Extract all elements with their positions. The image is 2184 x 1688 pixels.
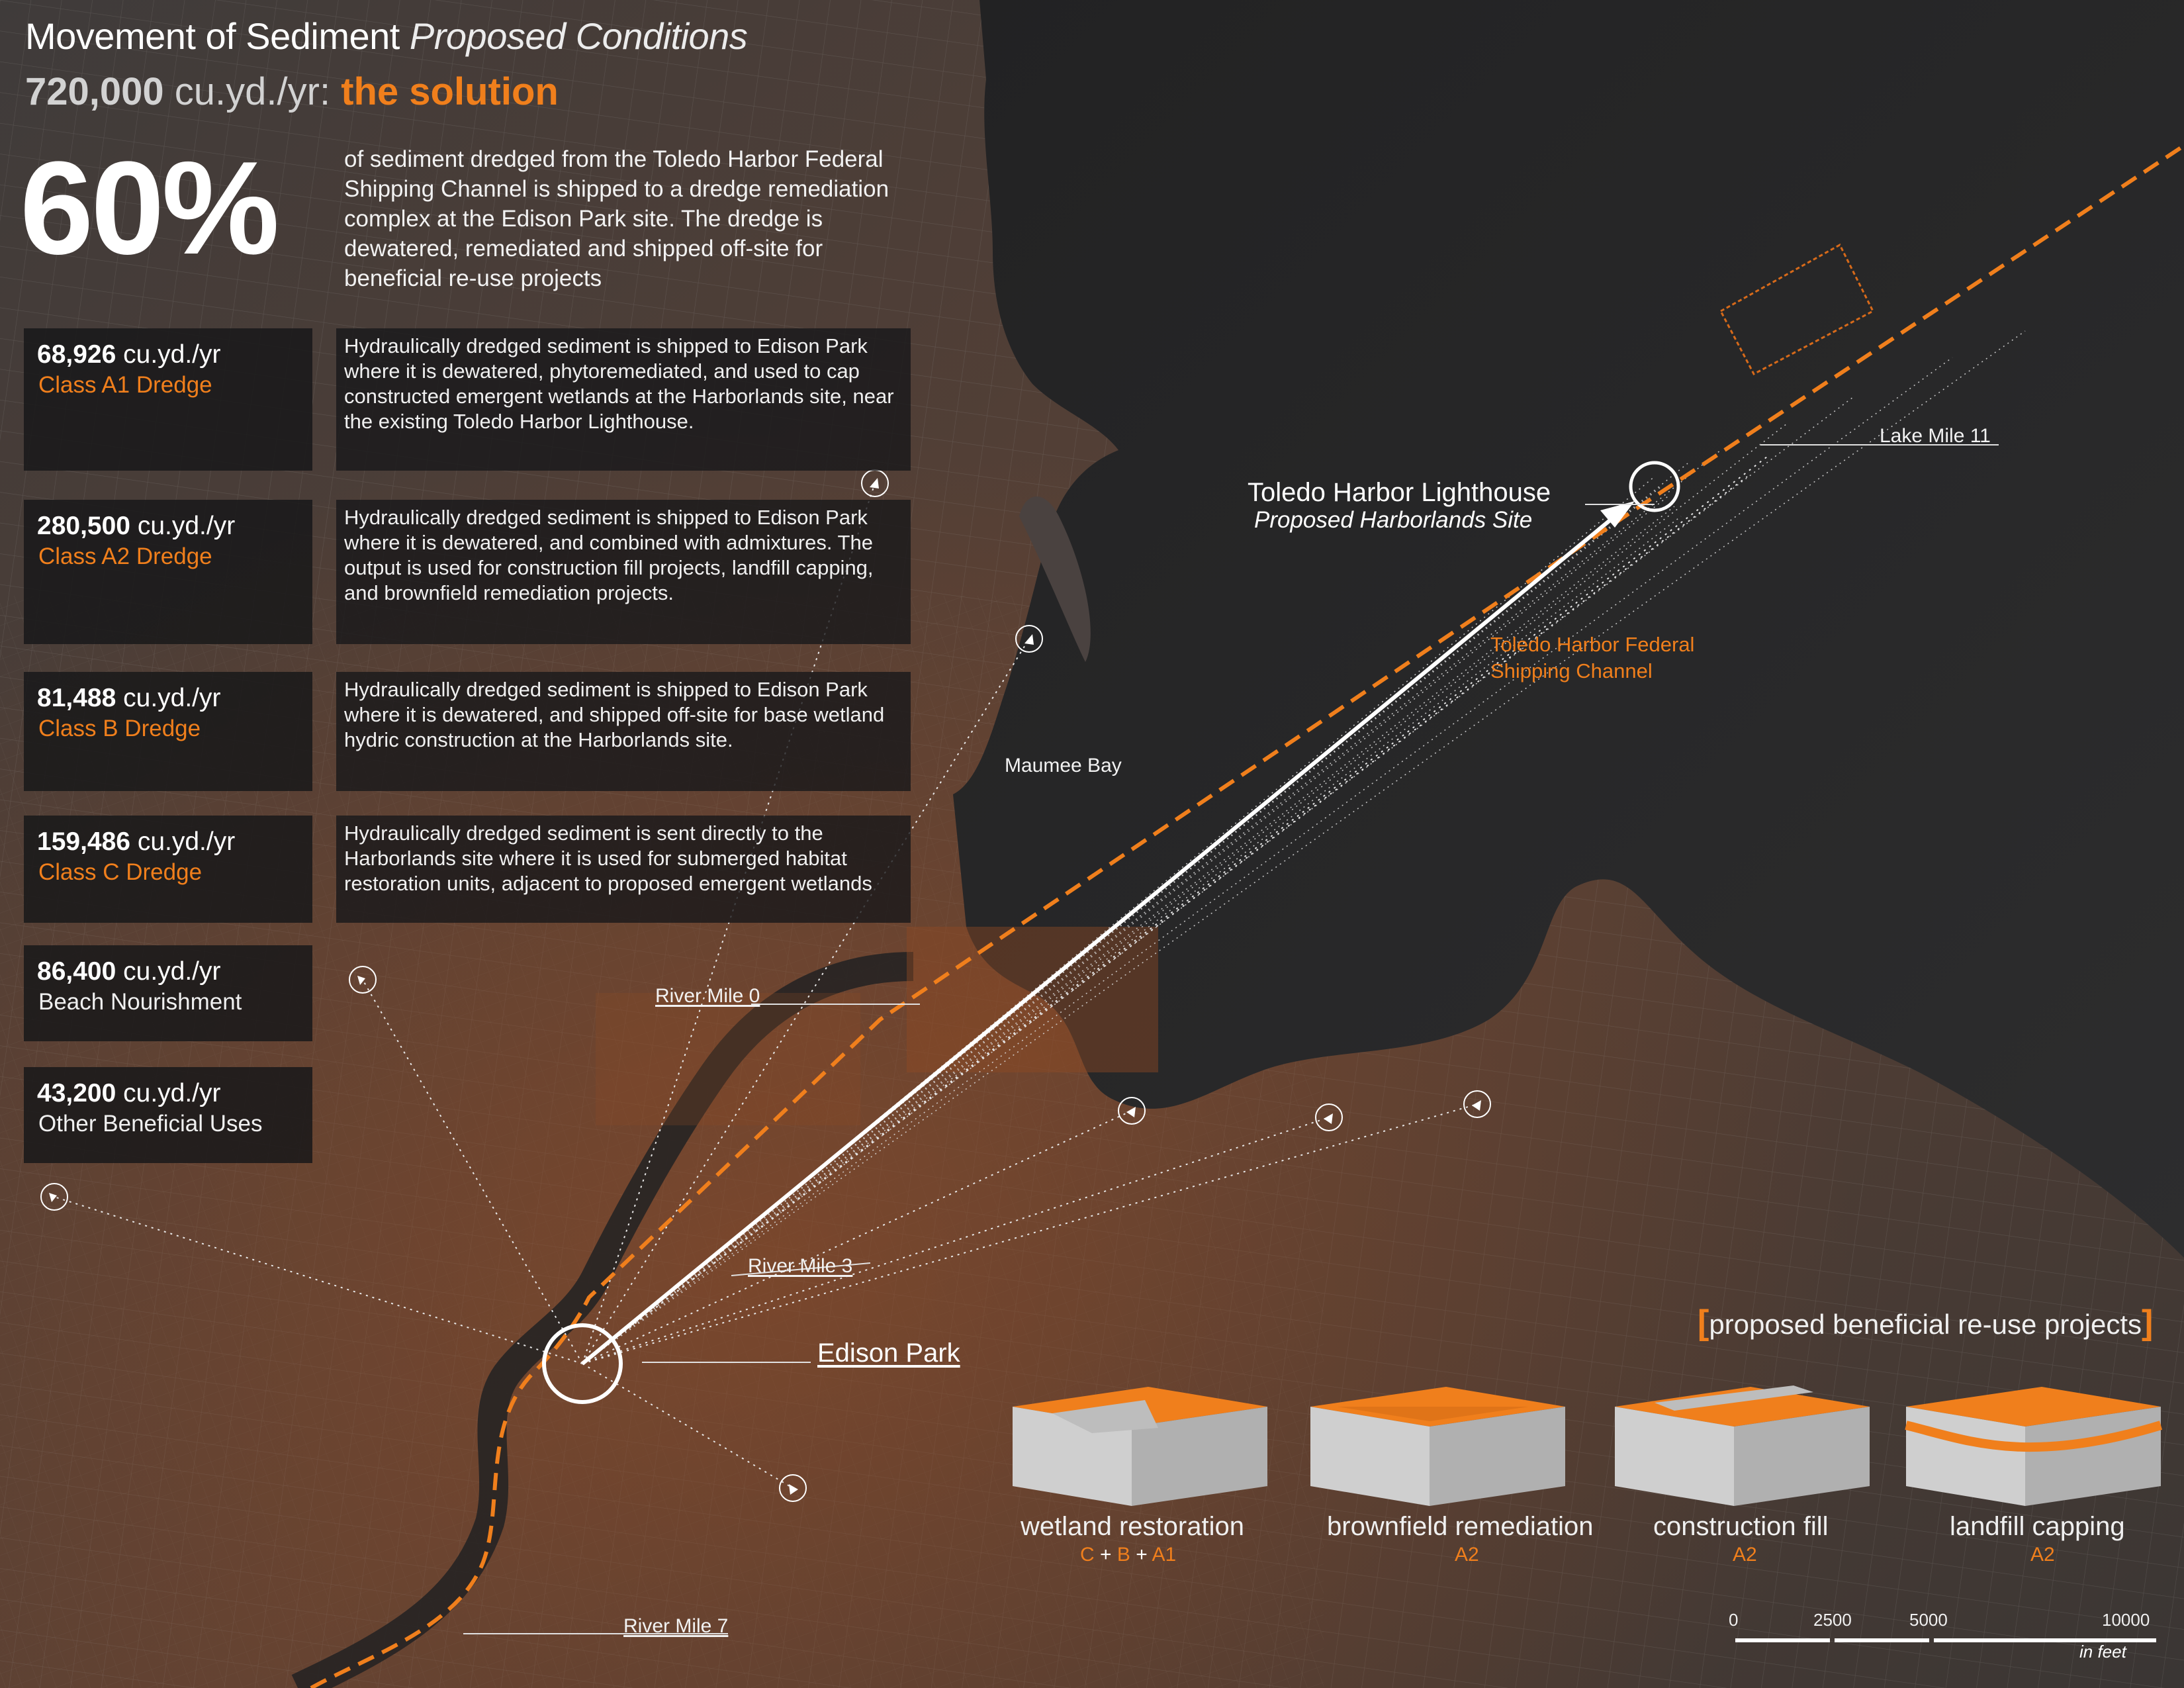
subtitle: 720,000 cu.yd./yr: the solution bbox=[25, 70, 559, 114]
total-number: 720,000 bbox=[25, 70, 164, 113]
class-amount: 280,500 cu.yd./yr bbox=[37, 512, 236, 540]
class-description-c: Hydraulically dredged sediment is sent d… bbox=[336, 816, 911, 923]
class-name: Class C Dredge bbox=[38, 859, 203, 885]
class-amount: 86,400 cu.yd./yr bbox=[37, 957, 221, 986]
harborlands-label: Proposed Harborlands Site bbox=[1254, 507, 1533, 533]
class-card-other: 43,200 cu.yd./yr Other Beneficial Uses bbox=[24, 1067, 312, 1163]
class-name: Class B Dredge bbox=[38, 716, 201, 741]
class-name: Class A1 Dredge bbox=[38, 372, 212, 398]
class-amount: 81,488 cu.yd./yr bbox=[37, 684, 221, 712]
class-card-c: 159,486 cu.yd./yr Class C Dredge bbox=[24, 816, 312, 923]
lake-mile-label: Lake Mile 11 bbox=[1880, 425, 1991, 447]
river-mile-0-label: River Mile 0 bbox=[655, 985, 760, 1007]
class-card-beach: 86,400 cu.yd./yr Beach Nourishment bbox=[24, 945, 312, 1041]
title-italic: Proposed Conditions bbox=[409, 15, 748, 57]
project-classes-wetland: C + B + A1 bbox=[1080, 1544, 1177, 1566]
channel-label: Toledo Harbor Federal Shipping Channel bbox=[1490, 633, 1695, 682]
scale-tick-2500: 2500 bbox=[1813, 1610, 1852, 1630]
solution-label: the solution bbox=[341, 70, 559, 113]
class-description-a1: Hydraulically dredged sediment is shippe… bbox=[336, 328, 911, 471]
edison-park-label: Edison Park bbox=[817, 1338, 960, 1368]
project-classes-construction: A2 bbox=[1733, 1544, 1757, 1566]
project-construction-fill: construction fill bbox=[1653, 1512, 1829, 1541]
class-amount: 43,200 cu.yd./yr bbox=[37, 1079, 221, 1107]
class-name: Class A2 Dredge bbox=[38, 543, 212, 569]
project-brownfield-remediation: brownfield remediation bbox=[1327, 1512, 1594, 1541]
class-description-a2: Hydraulically dredged sediment is shippe… bbox=[336, 500, 911, 644]
page-title: Movement of Sediment Proposed Conditions bbox=[25, 15, 748, 58]
project-classes-landfill: A2 bbox=[2030, 1544, 2055, 1566]
scale-tick-5000: 5000 bbox=[1909, 1610, 1948, 1630]
scale-unit: in feet bbox=[2079, 1642, 2126, 1662]
total-unit: cu.yd./yr: bbox=[163, 70, 331, 113]
class-amount: 159,486 cu.yd./yr bbox=[37, 827, 236, 856]
percent-stat: 60% bbox=[20, 134, 279, 282]
class-amount: 68,926 cu.yd./yr bbox=[37, 340, 221, 369]
class-card-a2: 280,500 cu.yd./yr Class A2 Dredge bbox=[24, 500, 312, 644]
scale-tick-0: 0 bbox=[1729, 1610, 1739, 1630]
project-classes-brownfield: A2 bbox=[1455, 1544, 1479, 1566]
class-card-b: 81,488 cu.yd./yr Class B Dredge bbox=[24, 672, 312, 791]
project-wetland-restoration: wetland restoration bbox=[1021, 1512, 1244, 1541]
reuse-header: [proposed beneficial re-use projects] bbox=[1698, 1303, 2154, 1342]
river-mile-7-label: River Mile 7 bbox=[623, 1615, 729, 1637]
maumee-bay-label: Maumee Bay bbox=[1005, 755, 1122, 776]
lighthouse-label: Toledo Harbor Lighthouse bbox=[1248, 478, 1551, 507]
project-landfill-capping: landfill capping bbox=[1950, 1512, 2125, 1541]
intro-text: of sediment dredged from the Toledo Harb… bbox=[344, 146, 889, 291]
title-main: Movement of Sediment bbox=[25, 15, 400, 57]
class-name: Other Beneficial Uses bbox=[38, 1111, 263, 1137]
class-card-a1: 68,926 cu.yd./yr Class A1 Dredge bbox=[24, 328, 312, 471]
class-name: Beach Nourishment bbox=[38, 989, 242, 1015]
scale-tick-10000: 10000 bbox=[2102, 1610, 2150, 1630]
river-mile-3-label: River Mile 3 bbox=[748, 1255, 853, 1277]
class-description-b: Hydraulically dredged sediment is shippe… bbox=[336, 672, 911, 791]
